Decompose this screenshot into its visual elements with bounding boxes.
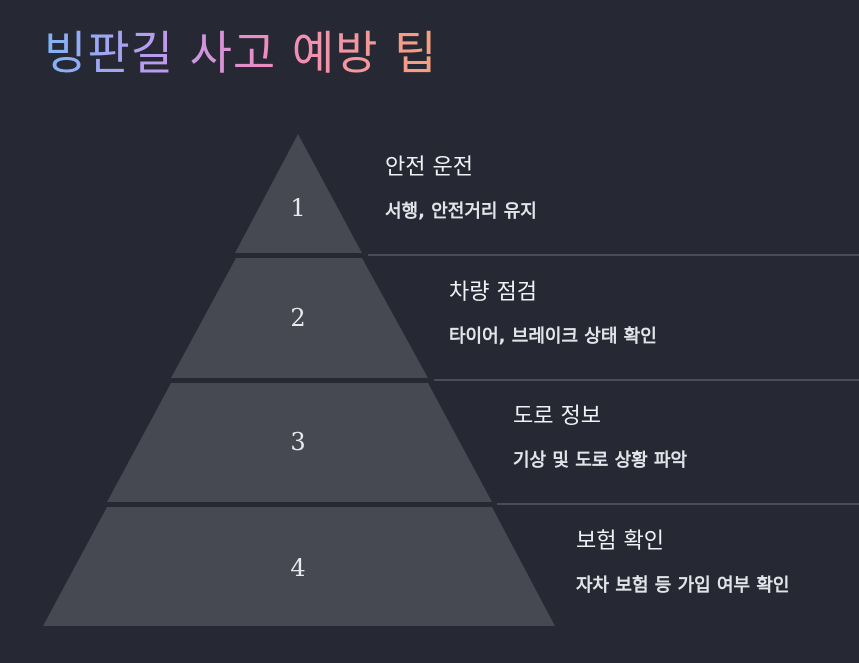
tier-number-3: 3 [290, 428, 305, 456]
step-2-title: 차량 점검 [449, 280, 537, 305]
tier-number-1: 1 [290, 194, 305, 222]
page-title: 빙판길 사고 예방 팁 [44, 26, 438, 80]
step-3-text: 도로 정보 기상 및 도로 상황 파악 [513, 404, 687, 472]
step-3-title: 도로 정보 [513, 404, 601, 429]
tier-number-2: 2 [290, 304, 305, 332]
step-4-description: 자차 보험 등 가입 여부 확인 [576, 575, 790, 597]
pyramid-tier-1 [235, 134, 362, 253]
step-1-text: 안전 운전 서행, 안전거리 유지 [385, 155, 537, 223]
step-1-title: 안전 운전 [385, 155, 473, 180]
step-4-text: 보험 확인 자차 보험 등 가입 여부 확인 [576, 529, 790, 597]
pyramid-tier-2 [171, 258, 428, 378]
tier-number-4: 4 [290, 554, 305, 582]
step-3-description: 기상 및 도로 상황 파악 [513, 450, 688, 472]
step-2-description: 타이어, 브레이크 상태 확인 [449, 326, 657, 348]
step-2-text: 차량 점검 타이어, 브레이크 상태 확인 [449, 280, 657, 348]
pyramid-tier-3 [107, 383, 492, 502]
step-1-description: 서행, 안전거리 유지 [385, 201, 537, 223]
step-4-title: 보험 확인 [576, 529, 664, 554]
pyramid-tier-4 [43, 507, 555, 626]
